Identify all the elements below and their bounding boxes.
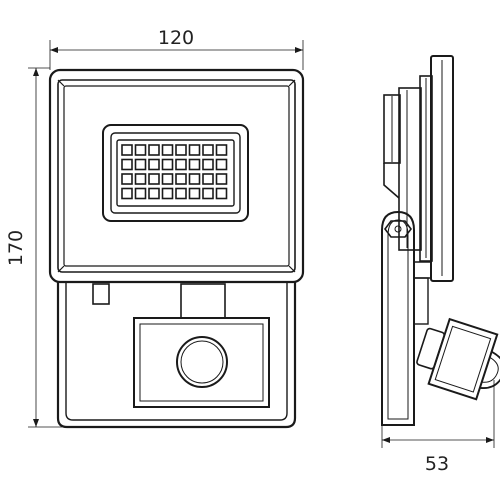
led-chip xyxy=(175,173,187,185)
front-view xyxy=(48,68,305,429)
led-chip xyxy=(175,144,187,156)
led-chip xyxy=(215,158,228,171)
led-module xyxy=(102,124,249,222)
led-chip xyxy=(161,144,174,156)
led-chip xyxy=(215,144,228,156)
led-chip xyxy=(148,173,160,185)
led-chip xyxy=(121,144,133,156)
side-sensor xyxy=(416,317,500,401)
width-dimension: 120 xyxy=(49,27,304,70)
led-chip xyxy=(202,158,214,171)
width-label: 120 xyxy=(158,27,194,49)
sensor-stem xyxy=(180,283,226,319)
hex-bolt xyxy=(384,220,412,238)
sensor-lens xyxy=(176,336,228,388)
led-chip xyxy=(161,173,174,185)
led-chip xyxy=(148,144,160,156)
led-chip xyxy=(188,158,201,171)
front-bezel xyxy=(57,79,296,273)
led-chip xyxy=(161,187,174,200)
height-dimension: 170 xyxy=(5,67,62,428)
front-housing xyxy=(48,68,305,284)
led-chip xyxy=(134,158,147,171)
depth-dimension: 53 xyxy=(381,380,495,475)
led-chip xyxy=(202,187,214,200)
led-chip xyxy=(215,187,228,200)
side-view xyxy=(381,55,500,426)
led-chip xyxy=(134,144,147,156)
led-chip xyxy=(161,158,174,171)
led-chip xyxy=(215,173,228,185)
height-label: 170 xyxy=(5,230,27,266)
sensor-plate xyxy=(133,317,270,408)
led-chip xyxy=(175,158,187,171)
led-grid xyxy=(121,144,228,200)
led-chip xyxy=(121,173,133,185)
switch-tab xyxy=(92,283,110,305)
led-chip xyxy=(188,187,201,200)
side-housing xyxy=(383,55,454,282)
led-chip xyxy=(121,187,133,200)
led-chip xyxy=(148,187,160,200)
led-chip xyxy=(202,144,214,156)
led-chip xyxy=(134,187,147,200)
sensor-housing xyxy=(56,282,297,429)
led-chip xyxy=(175,187,187,200)
led-chip xyxy=(188,173,201,185)
led-chip xyxy=(134,173,147,185)
led-chip xyxy=(121,158,133,171)
side-bracket xyxy=(381,210,431,426)
led-chip xyxy=(148,158,160,171)
depth-label: 53 xyxy=(425,453,449,475)
led-chip xyxy=(188,144,201,156)
led-chip xyxy=(202,173,214,185)
